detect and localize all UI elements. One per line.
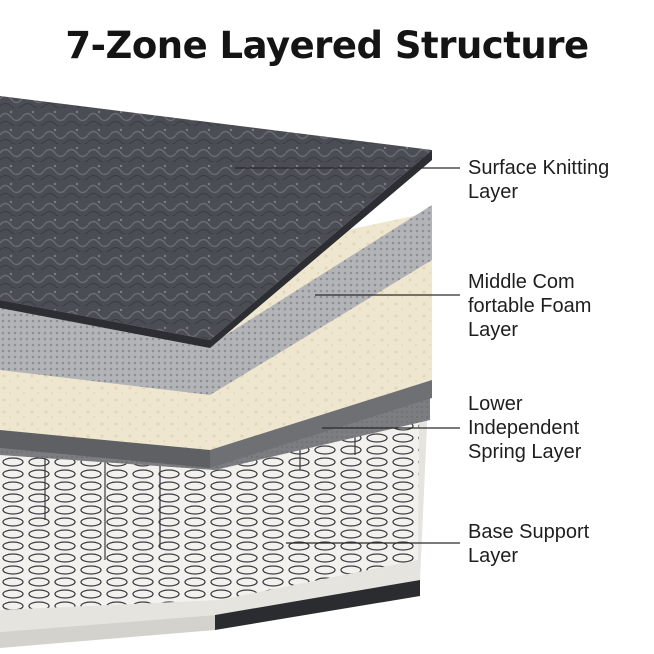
leader-lines [235, 167, 460, 544]
surface-knit-layer [0, 96, 432, 395]
page-title: 7-Zone Layered Structure [65, 24, 589, 67]
